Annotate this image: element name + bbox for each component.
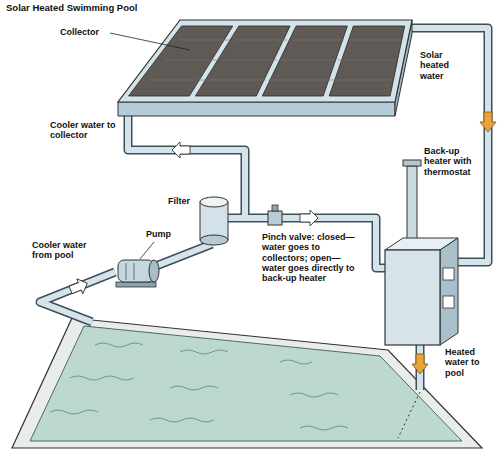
flow-arrow (68, 276, 91, 298)
ripple (50, 410, 98, 414)
texture-line (338, 60, 396, 61)
pump-rib (134, 263, 135, 280)
part-label: Collector (60, 27, 116, 37)
leader-line (110, 33, 190, 50)
ripple (280, 360, 312, 364)
part-label: Back-up heater with thermostat (424, 146, 478, 177)
flow-label: Solar heated water (420, 50, 470, 81)
texture-line (235, 40, 287, 41)
texture-line (326, 80, 392, 81)
collector-front (118, 102, 395, 116)
pipe (40, 272, 115, 322)
ripple (180, 350, 228, 354)
water-ripples (50, 343, 348, 430)
collector-frame (118, 20, 412, 102)
ripple (170, 386, 218, 390)
filter (200, 197, 228, 245)
flow-arrow (480, 112, 496, 132)
texture-line (268, 80, 325, 81)
valve-handle (272, 205, 278, 211)
thermostat-panel (443, 268, 454, 280)
texture-line (222, 60, 277, 61)
submerged-pipe (398, 392, 420, 438)
heater-side (440, 238, 458, 345)
ripple (300, 426, 348, 430)
flow-label: Cooler water to collector (50, 120, 120, 141)
flow-label: Cooler water from pool (32, 240, 102, 261)
flue-pipe (407, 166, 417, 244)
flow-arrow (172, 142, 190, 158)
flow-arrows-warm (412, 112, 496, 374)
panel-texture (150, 40, 401, 80)
pipe (156, 244, 212, 266)
leader-lines (110, 33, 190, 259)
collector-panels (129, 26, 405, 96)
texture-line (209, 80, 266, 81)
valve-body (268, 211, 282, 225)
pipe (156, 244, 212, 266)
pump-base (116, 282, 156, 287)
pinch-valve (268, 205, 282, 225)
ripple (290, 393, 338, 397)
solar-collector (118, 20, 412, 116)
pipe (128, 114, 245, 218)
absorber-panel (329, 26, 405, 96)
texture-line (280, 60, 335, 61)
texture-line (292, 40, 344, 41)
flow-arrow (412, 354, 428, 374)
ripple (70, 376, 134, 380)
texture-line (349, 40, 401, 41)
flow-label: Heated water to pool (445, 347, 497, 378)
diagram-title: Solar Heated Swimming Pool (6, 3, 137, 14)
pipe (410, 28, 488, 262)
pipe (128, 114, 245, 218)
flue-cap (403, 160, 421, 166)
texture-line (165, 60, 220, 61)
pipe (40, 272, 115, 322)
heater-front (385, 250, 440, 345)
pump-rib (126, 263, 127, 280)
pump (116, 260, 159, 287)
filter-body (200, 202, 228, 240)
filter-bottom (200, 235, 228, 245)
leader-line (140, 242, 154, 259)
filter-top (200, 197, 228, 207)
flow-arrow (300, 210, 318, 226)
part-label: Pump (146, 229, 182, 239)
part-label: Filter (168, 196, 200, 206)
valve-note: Pinch valve: closed— water goes to colle… (262, 232, 366, 284)
ripple (150, 418, 214, 422)
ripple (95, 343, 143, 347)
texture-line (178, 40, 230, 41)
backup-heater (385, 160, 458, 345)
thermostat-panel (443, 296, 454, 308)
texture-line (150, 80, 208, 81)
pump-motor-end (149, 260, 159, 282)
pipe (410, 28, 488, 262)
